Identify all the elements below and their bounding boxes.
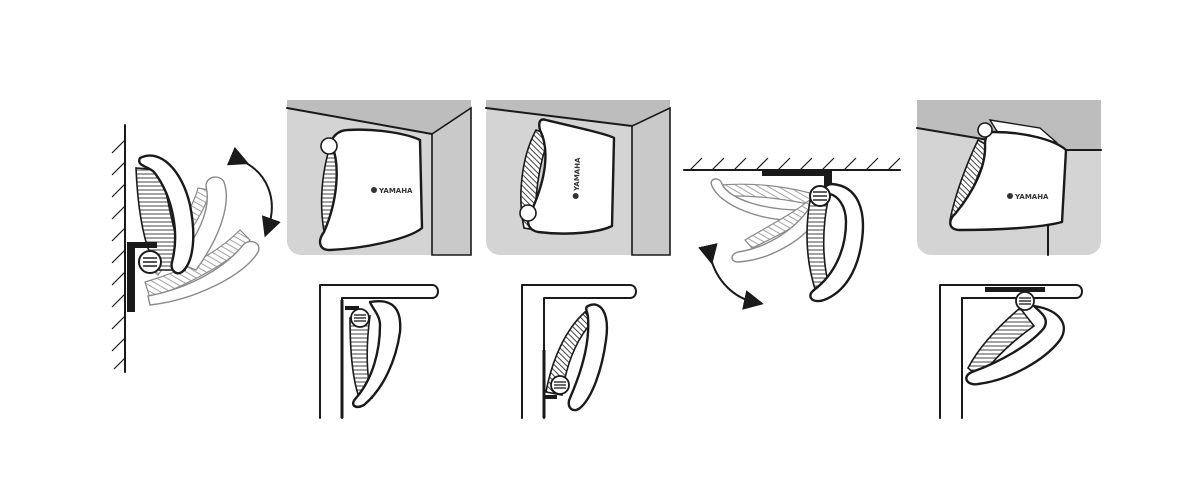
speaker-front-shell (965, 304, 1065, 386)
wall-outline (319, 284, 439, 419)
ceiling-swing-figure (683, 157, 901, 310)
top-view-c (939, 284, 1083, 419)
speaker-front-shell (567, 303, 609, 412)
speaker-front-shell (949, 130, 1068, 232)
ceiling-outline (939, 284, 1083, 419)
panel-wall-3d-rotated: YAMAHA (485, 100, 671, 256)
wall-outline (521, 284, 637, 419)
speaker-front-shell (138, 154, 195, 275)
logo-badge: YAMAHA (572, 157, 582, 199)
logo-badge: YAMAHA (371, 187, 413, 195)
brand-label: YAMAHA (378, 187, 413, 195)
ceiling-bracket (762, 170, 832, 176)
panel-wall-3d: YAMAHA (286, 100, 472, 256)
wall-corner (431, 106, 472, 256)
top-view-a (319, 284, 439, 419)
panel-ceiling-3d: YAMAHA (916, 100, 1102, 256)
brand-label: YAMAHA (1014, 193, 1049, 201)
speaker-front-shell (526, 118, 616, 235)
mount-knob (320, 137, 338, 155)
wall-hatching (111, 139, 126, 370)
mount-knob (977, 122, 993, 138)
rotate-arrow-icon (698, 243, 764, 310)
wall-swing-figure (111, 124, 281, 373)
wall-bracket (127, 242, 135, 312)
brand-label: YAMAHA (573, 157, 582, 192)
rotate-arrow-icon (226, 146, 281, 238)
ghost-speaker-low-shell (147, 240, 260, 306)
ceiling-hatching (689, 157, 901, 171)
mount-knob (519, 204, 537, 222)
speaker-front-shell (352, 299, 402, 409)
top-view-b (521, 284, 637, 419)
logo-badge: YAMAHA (1007, 193, 1049, 201)
wall-corner (631, 106, 671, 256)
